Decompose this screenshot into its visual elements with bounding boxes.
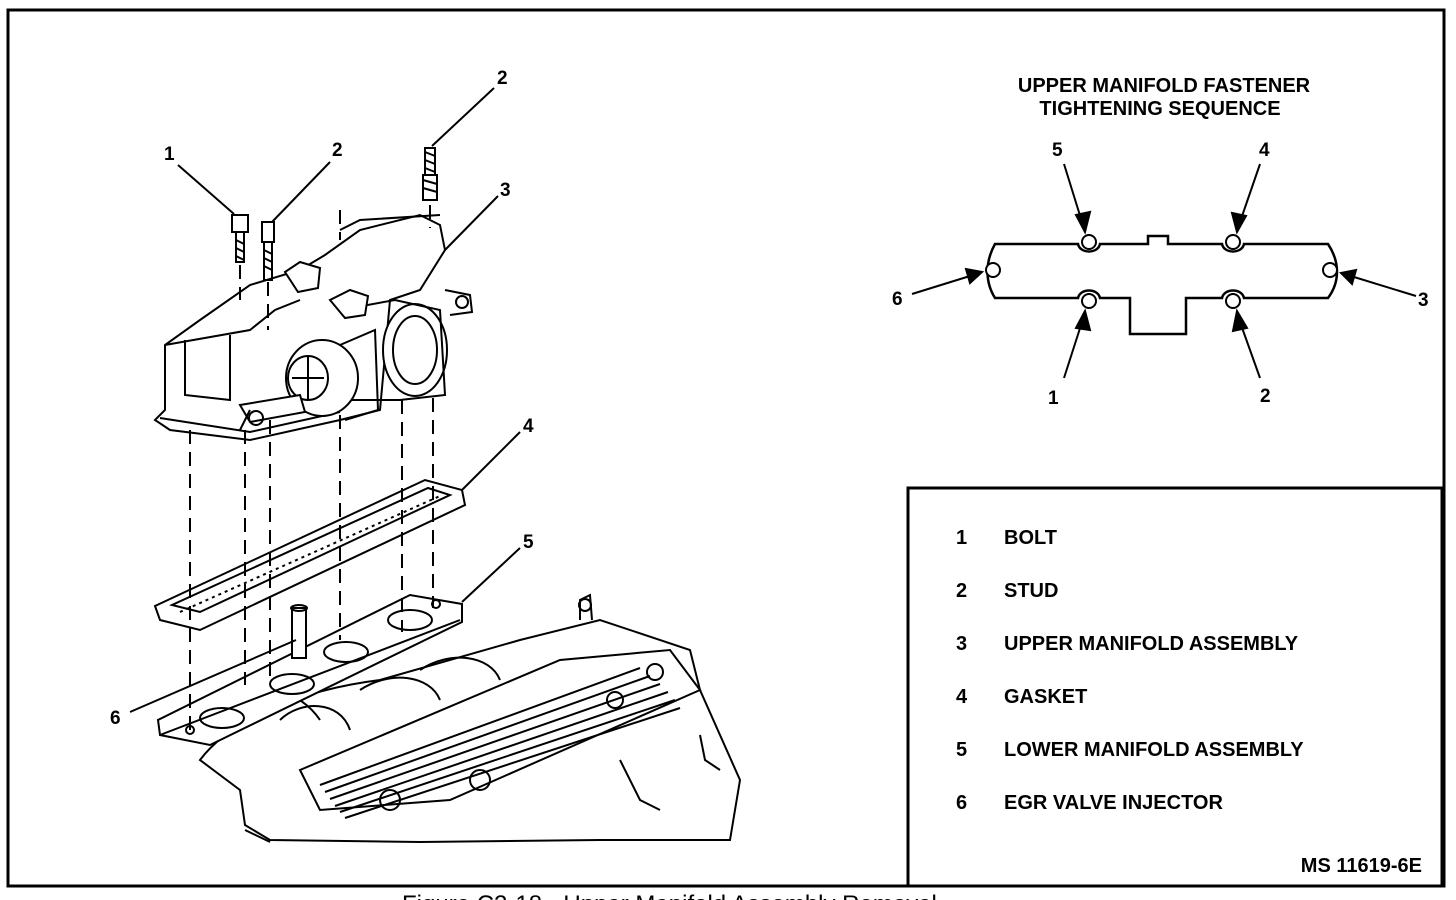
callout-leaders xyxy=(129,87,521,713)
hole-4 xyxy=(1225,234,1241,250)
hole-5 xyxy=(1081,234,1097,250)
sequence-label-2: 2 xyxy=(1260,386,1271,407)
bolt-drawing xyxy=(231,214,249,263)
sequence-label-5: 5 xyxy=(1052,140,1063,161)
legend-num-6: 6 xyxy=(956,792,967,814)
fastener-holes xyxy=(985,234,1338,309)
sequence-title-line2: TIGHTENING SEQUENCE xyxy=(1039,98,1280,120)
callout-stud-right: 2 xyxy=(497,68,508,89)
legend-num-1: 1 xyxy=(956,527,967,549)
callout-bolt: 1 xyxy=(164,144,175,165)
callout-lower-manifold: 5 xyxy=(523,532,534,553)
sequence-label-6: 6 xyxy=(892,289,903,310)
legend-text-4: GASKET xyxy=(1004,686,1087,708)
upper-manifold-drawing xyxy=(153,213,474,442)
legend-text-6: EGR VALVE INJECTOR xyxy=(1004,792,1223,814)
sequence-label-3: 3 xyxy=(1418,290,1429,311)
figure-frame xyxy=(6,8,1446,888)
legend-text-3: UPPER MANIFOLD ASSEMBLY xyxy=(1004,633,1299,655)
callout-upper-manifold: 3 xyxy=(500,180,511,201)
sequence-arrows xyxy=(911,163,1417,379)
hole-6 xyxy=(985,262,1001,278)
legend-num-2: 2 xyxy=(956,580,967,602)
legend-num-5: 5 xyxy=(956,739,967,761)
legend-box: 1 BOLT 2 STUD 3 UPPER MANIFOLD ASSEMBLY … xyxy=(906,486,1444,888)
lower-manifold-plate xyxy=(156,593,463,747)
legend-text-2: STUD xyxy=(1004,580,1058,602)
lower-manifold-drawing xyxy=(198,593,742,844)
alignment-lines xyxy=(189,205,434,735)
legend-num-4: 4 xyxy=(956,686,968,708)
callout-gasket: 4 xyxy=(523,416,534,437)
legend-num-3: 3 xyxy=(956,633,967,655)
exploded-view xyxy=(129,87,742,844)
egr-injector-drawing xyxy=(290,604,308,659)
hole-1 xyxy=(1081,293,1097,309)
sequence-label-1: 1 xyxy=(1048,388,1059,409)
hole-3 xyxy=(1322,262,1338,278)
hole-2 xyxy=(1225,293,1241,309)
legend-text-5: LOWER MANIFOLD ASSEMBLY xyxy=(1004,739,1304,761)
stud-drawing-left xyxy=(261,221,275,281)
figure-code: MS 11619-6E xyxy=(1301,855,1422,877)
callout-egr-injector: 6 xyxy=(110,708,121,729)
sequence-title-line1: UPPER MANIFOLD FASTENER xyxy=(1018,75,1311,97)
tightening-sequence: UPPER MANIFOLD FASTENER TIGHTENING SEQUE… xyxy=(892,75,1429,409)
callout-stud-left: 2 xyxy=(332,140,343,161)
exploded-callouts: 1 2 2 3 4 5 6 xyxy=(110,68,534,729)
sequence-label-4: 4 xyxy=(1259,140,1270,161)
figure-caption: Figure C2-18 - Upper Manifold Assembly R… xyxy=(402,891,937,900)
manifold-outline xyxy=(986,234,1339,336)
legend-text-1: BOLT xyxy=(1004,527,1057,549)
stud-drawing-right xyxy=(422,147,438,201)
